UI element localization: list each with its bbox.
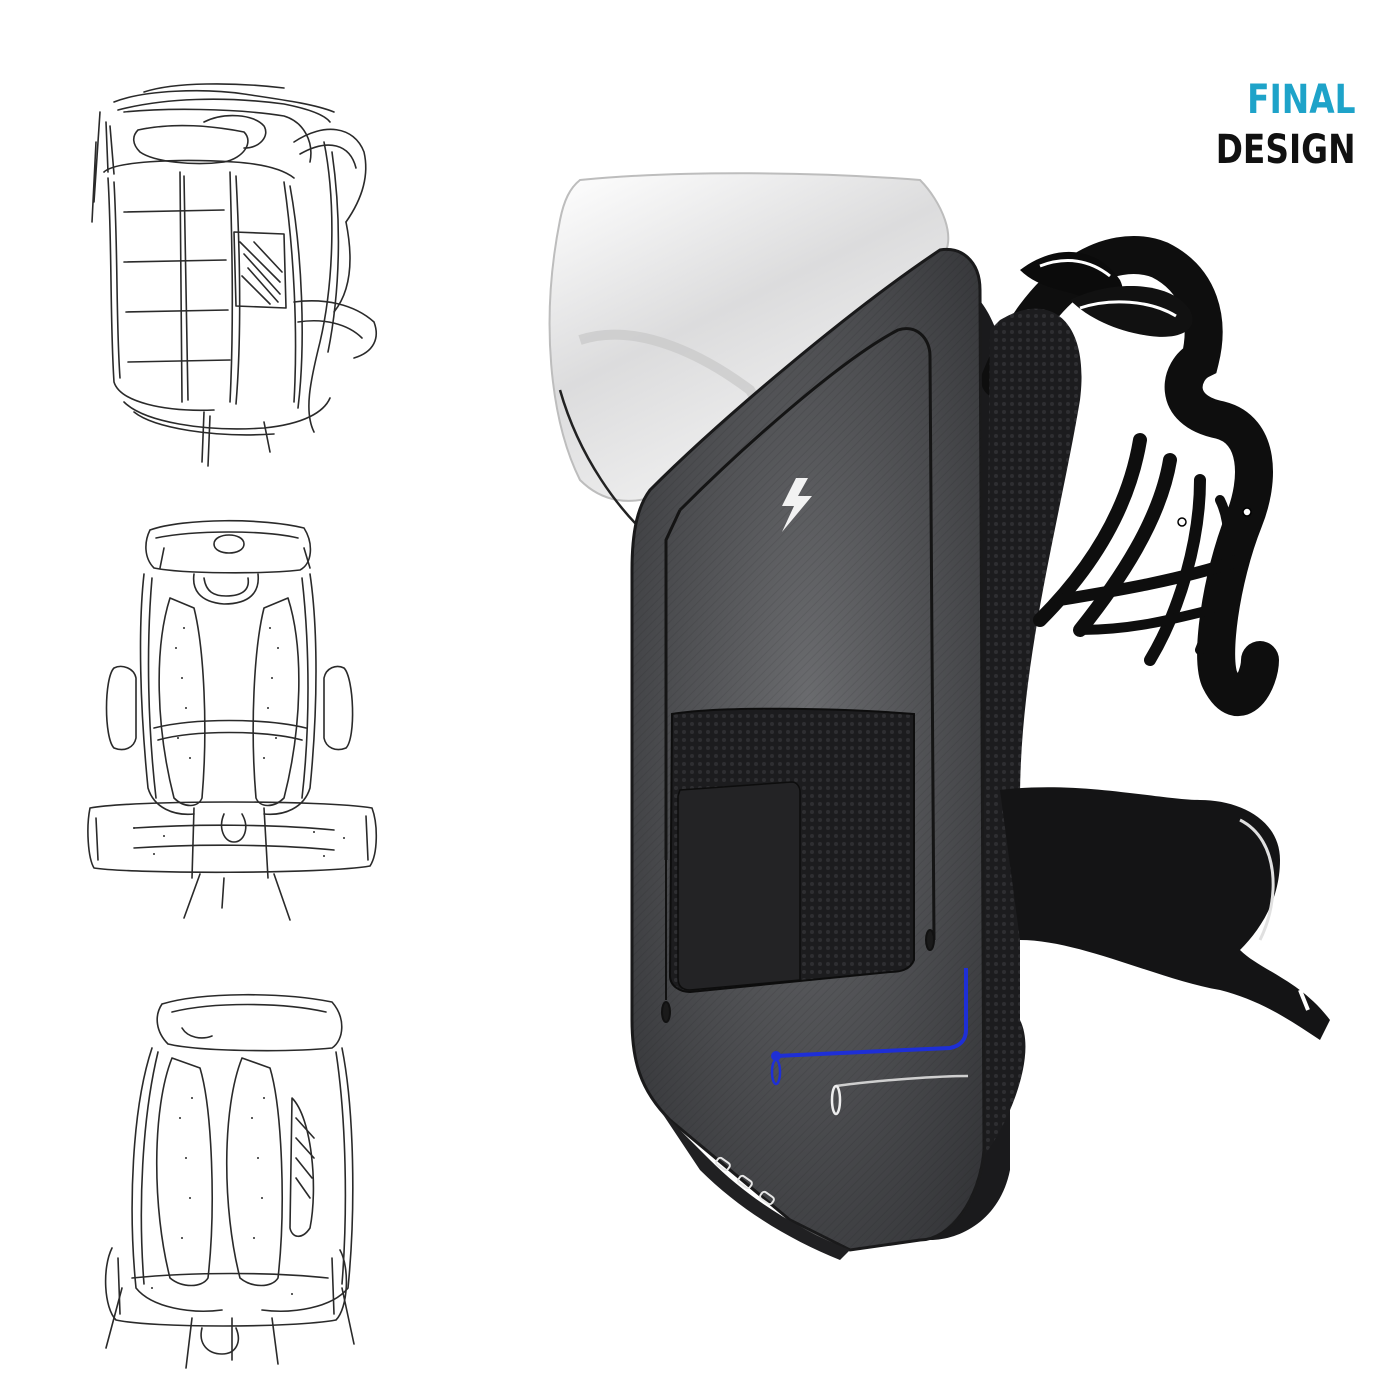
sketch-lines — [91, 83, 378, 467]
lightning-bolt-icon — [782, 478, 812, 532]
final-backpack-render — [548, 172, 1330, 1260]
strap-buckle — [1242, 507, 1252, 517]
mesh-back-pad — [980, 308, 1082, 1161]
zipper-pull-left — [661, 860, 671, 1023]
sketch-lines — [104, 993, 355, 1369]
concept-sketch-side-view — [91, 83, 378, 467]
concept-sketch-back-view — [87, 519, 378, 921]
hip-belt — [1000, 787, 1330, 1040]
heading-design: DESIGN — [1216, 127, 1356, 173]
zipper-pull-right — [925, 929, 935, 951]
strap-pad-lower — [1070, 286, 1193, 337]
sketch-lines — [87, 519, 378, 921]
blue-zipper-accent — [775, 968, 968, 1058]
shell-bottom-base — [660, 1110, 850, 1260]
blue-zipper-pull — [770, 1051, 782, 1086]
final-design-heading: FINAL DESIGN — [1216, 80, 1356, 170]
bottom-loops — [715, 1156, 775, 1206]
lower-pocket-zipper — [835, 1074, 969, 1088]
shoulder-strap — [981, 236, 1279, 716]
bottle-in-pocket — [677, 781, 801, 991]
strap-buckle — [1177, 517, 1187, 527]
concept-sketch-three-quarter-view — [104, 993, 355, 1369]
foam-dots — [133, 627, 345, 857]
foam-dots — [151, 1097, 293, 1295]
heading-final: FINAL — [1247, 77, 1356, 123]
hanging-straps — [1033, 433, 1246, 666]
lower-zipper-pull — [830, 1084, 842, 1116]
front-panel-zipper — [664, 327, 936, 941]
